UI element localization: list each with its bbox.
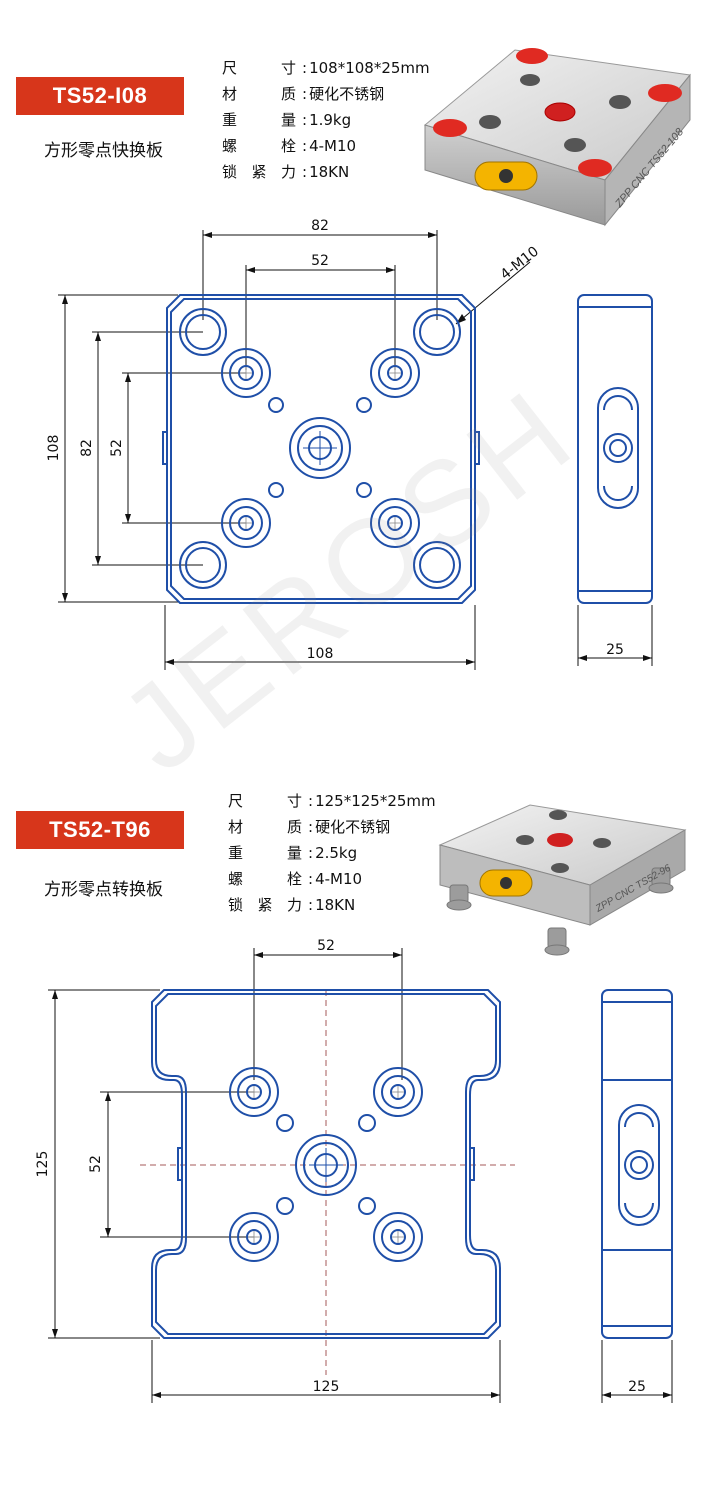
model-name: TS52-I08 <box>52 83 148 108</box>
dim-left-outer: 125 <box>35 1151 51 1178</box>
red-cap-icon <box>516 48 548 64</box>
dim-side-width: 25 <box>606 642 624 658</box>
center-chuck-icon <box>547 833 573 847</box>
spec-value: 18KN <box>315 896 356 914</box>
side-view <box>577 294 653 604</box>
spec-row-weight: 重量 :2.5kg <box>228 840 436 866</box>
product-photo: ZPP CNC TS52-96 <box>438 804 687 956</box>
dim-bottom: 125 <box>313 1379 340 1395</box>
spec-row-clamp-force: 锁紧力 :18KN <box>222 159 430 185</box>
spec-value: 4-M10 <box>309 137 357 155</box>
spec-row-material: 材质 :硬化不锈钢 <box>222 81 430 107</box>
center-crosshair-icon <box>309 1148 343 1182</box>
spec-value: 125*125*25mm <box>315 792 436 810</box>
dim-left-inner: 52 <box>109 439 125 457</box>
stud-foot-icon <box>446 867 674 956</box>
model-badge: TS52-T96 <box>16 811 184 849</box>
spec-value: 硬化不锈钢 <box>315 818 391 836</box>
technical-drawing-2: 52 125 52 125 25 <box>35 938 673 1403</box>
dim-left-outer: 108 <box>46 435 62 462</box>
plate-outline <box>162 294 480 604</box>
spec-row-material: 材质 :硬化不锈钢 <box>228 814 436 840</box>
dim-left-mid: 82 <box>79 439 95 457</box>
spec-value: 1.9kg <box>309 111 352 129</box>
model-name: TS52-T96 <box>49 817 151 842</box>
spec-row-clamp-force: 锁紧力 :18KN <box>228 892 436 918</box>
dim-top-inner: 52 <box>311 253 329 269</box>
dim-top: 52 <box>317 938 335 954</box>
centerline <box>140 990 515 1375</box>
dim-left-inner: 52 <box>88 1155 104 1173</box>
spec-row-bolt: 螺栓 :4-M10 <box>228 866 436 892</box>
dim-bottom: 108 <box>307 646 334 662</box>
red-cap-icon <box>648 84 682 102</box>
spec-value: 4-M10 <box>315 870 363 888</box>
center-crosshair-icon <box>303 431 337 465</box>
product-subtitle: 方形零点转换板 <box>44 880 163 900</box>
bolt-callout: 4-M10 <box>498 244 542 284</box>
red-cap-icon <box>578 159 612 177</box>
red-cap-icon <box>433 119 467 137</box>
spec-row-size: 尺寸 :125*125*25mm <box>228 788 436 814</box>
spec-row-size: 尺寸 :108*108*25mm <box>222 55 430 81</box>
center-chuck-icon <box>544 102 576 122</box>
spec-value: 18KN <box>309 163 350 181</box>
plate-outline <box>151 989 501 1339</box>
spec-table: 尺寸 :108*108*25mm 材质 :硬化不锈钢 重量 :1.9kg 螺栓 … <box>222 55 430 185</box>
technical-drawing-1: 82 52 108 82 52 108 25 4-M10 <box>46 218 653 670</box>
product-subtitle: 方形零点快换板 <box>44 141 163 161</box>
model-badge: TS52-I08 <box>16 77 184 115</box>
dim-top-outer: 82 <box>311 218 329 234</box>
product-photo: ZPP CNC TS52-108 <box>423 48 691 227</box>
dim-side-width: 25 <box>628 1379 646 1395</box>
spec-row-weight: 重量 :1.9kg <box>222 107 430 133</box>
spec-value: 108*108*25mm <box>309 59 430 77</box>
side-view <box>601 989 673 1339</box>
spec-row-bolt: 螺栓 :4-M10 <box>222 133 430 159</box>
spec-table: 尺寸 :125*125*25mm 材质 :硬化不锈钢 重量 :2.5kg 螺栓 … <box>228 788 436 918</box>
spec-value: 硬化不锈钢 <box>309 85 385 103</box>
spec-value: 2.5kg <box>315 844 358 862</box>
